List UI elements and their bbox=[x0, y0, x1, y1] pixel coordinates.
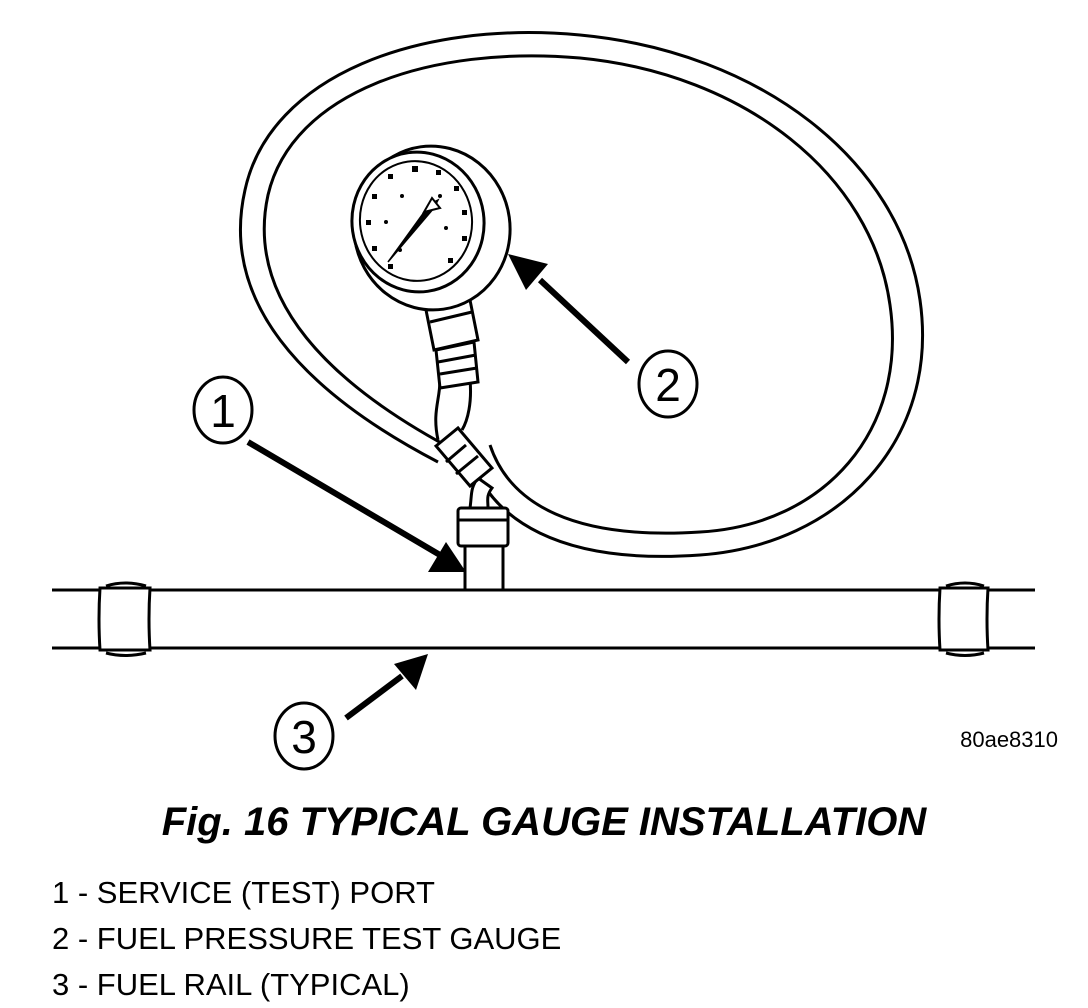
figure-legend: 1 - SERVICE (TEST) PORT 2 - FUEL PRESSUR… bbox=[52, 870, 561, 1008]
gauge-installation-illustration: 1 2 3 80ae8310 bbox=[52, 31, 1058, 771]
gauge-dial-marks bbox=[366, 166, 467, 269]
callout-bubble-1: 1 bbox=[192, 375, 254, 445]
callout-arrows bbox=[246, 254, 631, 721]
rail-clamp-left bbox=[97, 586, 152, 652]
image-code: 80ae8310 bbox=[960, 727, 1058, 752]
fuel-pressure-gauge bbox=[350, 144, 512, 312]
fuel-rail bbox=[52, 581, 1035, 657]
svg-text:2: 2 bbox=[655, 359, 681, 411]
svg-text:1: 1 bbox=[210, 385, 236, 437]
callout-bubble-3: 3 bbox=[273, 701, 335, 771]
rail-clamp-right bbox=[937, 586, 990, 652]
arrow-2-shaft bbox=[537, 277, 631, 365]
gauge-needle bbox=[387, 198, 440, 263]
legend-item-1: 1 - SERVICE (TEST) PORT bbox=[52, 875, 435, 910]
hose-port-fitting bbox=[433, 425, 495, 489]
service-test-port bbox=[456, 475, 510, 592]
arrow-2-head bbox=[508, 254, 548, 290]
gauge-hose-loop bbox=[239, 31, 925, 558]
arrow-3-head bbox=[394, 654, 428, 690]
callout-bubble-2: 2 bbox=[637, 349, 699, 419]
arrow-1-head bbox=[428, 542, 466, 572]
figure-caption: Fig. 16 TYPICAL GAUGE INSTALLATION bbox=[161, 800, 927, 844]
legend-item-2: 2 - FUEL PRESSURE TEST GAUGE bbox=[52, 921, 562, 956]
legend-item-3: 3 - FUEL RAIL (TYPICAL) bbox=[52, 967, 410, 1002]
arrow-1-shaft bbox=[246, 439, 442, 558]
svg-text:3: 3 bbox=[291, 711, 317, 763]
arrow-3-shaft bbox=[344, 673, 404, 721]
